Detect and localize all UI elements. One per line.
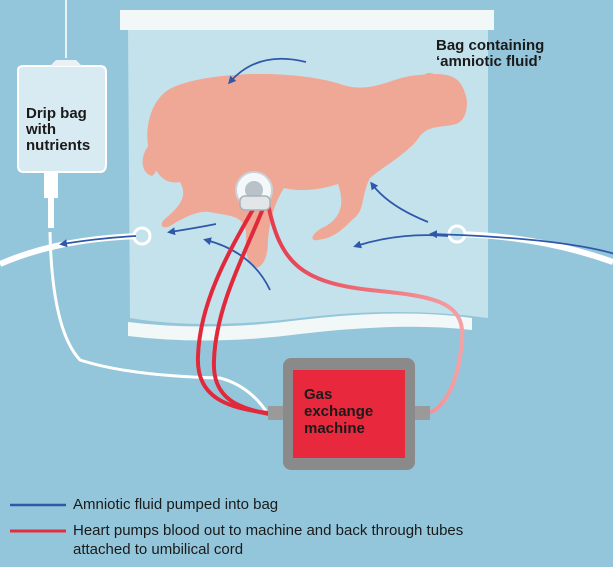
machine-label-line-3: machine (304, 420, 365, 437)
bag-port-left (132, 226, 152, 246)
bag-bottom-clamp (128, 313, 472, 341)
bag-top-clamp (120, 10, 494, 30)
blood-tube-out-2 (211, 204, 284, 418)
fluid-arrow-lower (203, 237, 271, 291)
fluid-arrow-inner-left (167, 223, 217, 236)
blood-tube-return (266, 202, 465, 414)
drip-bag-label-line-3: nutrients (26, 137, 91, 154)
drip-bag-label: Drip bag with nutrients (26, 106, 90, 154)
fluid-arrow-right-lower (353, 234, 449, 249)
blood-tube-out-1 (195, 202, 282, 416)
legend-text-blood-line-2: attached to umbilical cord (73, 541, 244, 558)
machine-label-line-1: Gas (304, 386, 333, 403)
drip-bag-label-line-1: Drip bag (26, 105, 87, 122)
umbilical-connector (235, 171, 273, 211)
gas-exchange-machine (268, 358, 430, 470)
drip-bag (17, 60, 107, 228)
machine-label-line-2: exchange (304, 403, 374, 420)
machine-label: Gas exchange machine (304, 386, 373, 437)
lamb (142, 72, 467, 268)
fluid-flow-arrows (59, 57, 613, 291)
legend-text-fluid: Amniotic fluid pumped into bag (73, 496, 279, 513)
fluid-arrow-out-left (59, 235, 137, 248)
fluid-arrow-into-bag (429, 230, 613, 255)
fluid-arrow-top (228, 57, 307, 85)
legend-text-blood-line-1: Heart pumps blood out to machine and bac… (73, 522, 464, 539)
drip-bag-label-line-2: with (26, 121, 56, 138)
bag-label: Bag containing ‘amniotic fluid’ (436, 37, 545, 70)
legend-text-blood: Heart pumps blood out to machine and bac… (73, 521, 463, 559)
fluid-arrow-right-upper (370, 181, 429, 223)
blood-tubes (195, 202, 465, 418)
